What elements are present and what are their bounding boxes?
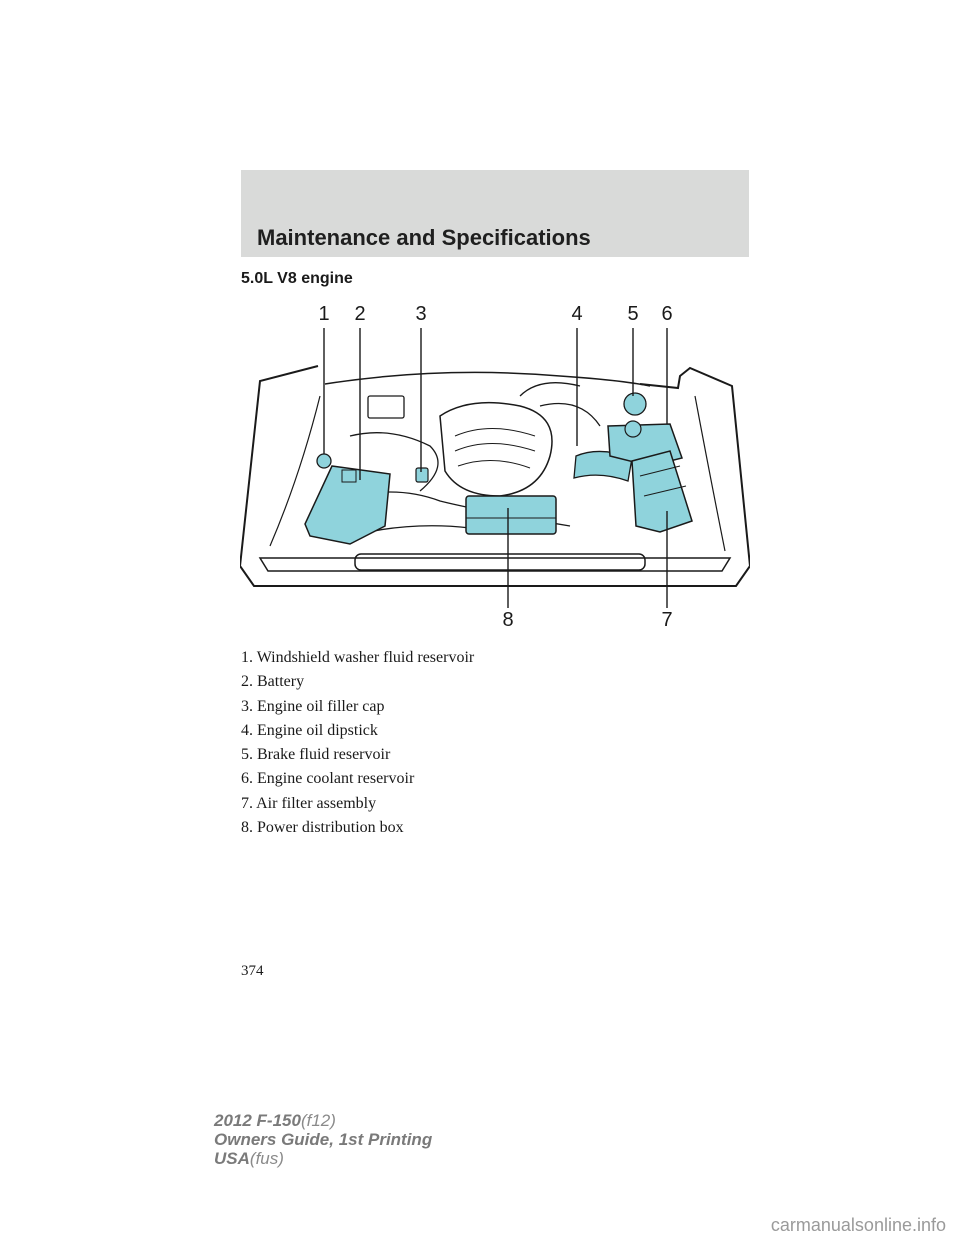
lower-crossbar (354, 553, 646, 571)
washer-reservoir-cap (316, 453, 332, 469)
left-fender-line (269, 395, 321, 547)
cowl-line (324, 371, 651, 387)
section-header-bar: Maintenance and Specifications (241, 170, 749, 257)
footer-edition: Owners Guide, 1st Printing (214, 1130, 433, 1149)
legend-item: 8. Power distribution box (241, 819, 404, 837)
oil-filler-cap (415, 467, 429, 483)
right-fender-line (694, 395, 726, 552)
callout-6: 6 (661, 303, 672, 325)
legend-item: 7. Air filter assembly (241, 794, 377, 812)
intake-manifold (439, 401, 553, 497)
page-number: 374 (241, 963, 264, 979)
callout-8: 8 (502, 609, 513, 631)
callout-1: 1 (318, 303, 329, 325)
legend-item: 1. Windshield washer fluid reservoir (241, 649, 475, 666)
callout-3: 3 (415, 303, 426, 325)
legend-item: 4. Engine oil dipstick (241, 721, 378, 739)
battery-terminal (341, 469, 357, 483)
footer-model: 2012 F-150 (214, 1111, 301, 1130)
callout-7: 7 (661, 609, 672, 631)
engine-section-title: 5.0L V8 engine (241, 270, 353, 287)
watermark-link[interactable]: carmanualsonline.info (770, 1215, 946, 1235)
legend-item: 3. Engine oil filler cap (241, 697, 385, 715)
callout-2: 2 (354, 303, 365, 325)
legend-item: 5. Brake fluid reservoir (241, 746, 391, 764)
footer-model-code: (f12) (300, 1111, 336, 1130)
intake-runners (454, 428, 536, 469)
battery (304, 465, 391, 545)
engine-compartment-diagram: 1 2 3 4 5 6 7 8 (240, 303, 750, 631)
brake-fluid-reservoir (623, 392, 647, 416)
callout-5: 5 (627, 303, 638, 325)
legend-item: 6. Engine coolant reservoir (241, 770, 415, 788)
print-footer: 2012 F-150(f12) Owners Guide, 1st Printi… (214, 1111, 432, 1168)
radiator-support (258, 557, 732, 572)
engine-bay-outline (240, 365, 750, 587)
footer-market: USA (214, 1149, 250, 1168)
legend-item: 2. Battery (241, 673, 305, 691)
air-intake-tube (573, 450, 633, 482)
callout-4: 4 (571, 303, 582, 325)
footer-market-code: (fus) (249, 1149, 284, 1168)
component-legend: 1. Windshield washer fluid reservoir 2. … (241, 646, 474, 840)
power-distribution-box (465, 495, 557, 535)
section-header-title: Maintenance and Specifications (257, 225, 591, 250)
fuse-relays (367, 395, 405, 419)
